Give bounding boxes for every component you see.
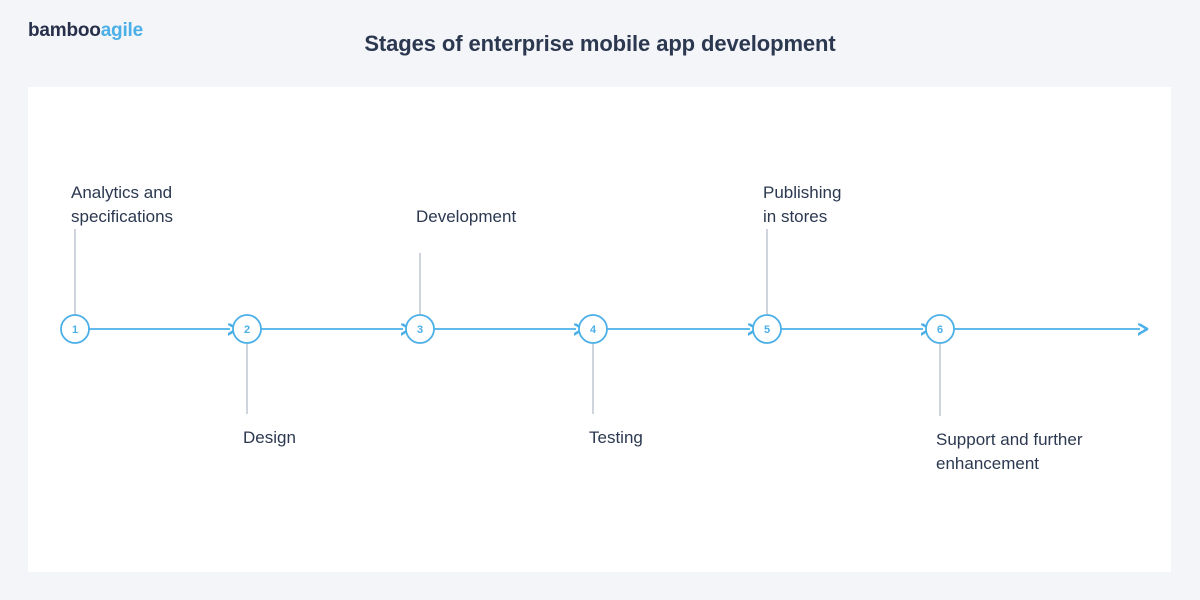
logo-text-agile: agile (100, 20, 144, 41)
stage-label-3: Development (416, 207, 517, 226)
brand-logo[interactable]: bambooagile (28, 20, 143, 42)
logo-text-bamboo: bamboo (28, 20, 101, 41)
stage-label-6: Support and further enhancement (936, 430, 1083, 473)
stage-label-1: Analytics and specifications (71, 183, 174, 226)
stage-label-4: Testing (589, 428, 643, 447)
diagram-card (28, 87, 1171, 572)
page-title: Stages of enterprise mobile app developm… (364, 31, 836, 56)
stage-label-2: Design (243, 428, 296, 447)
stage-label-5: Publishing in stores (763, 183, 842, 226)
